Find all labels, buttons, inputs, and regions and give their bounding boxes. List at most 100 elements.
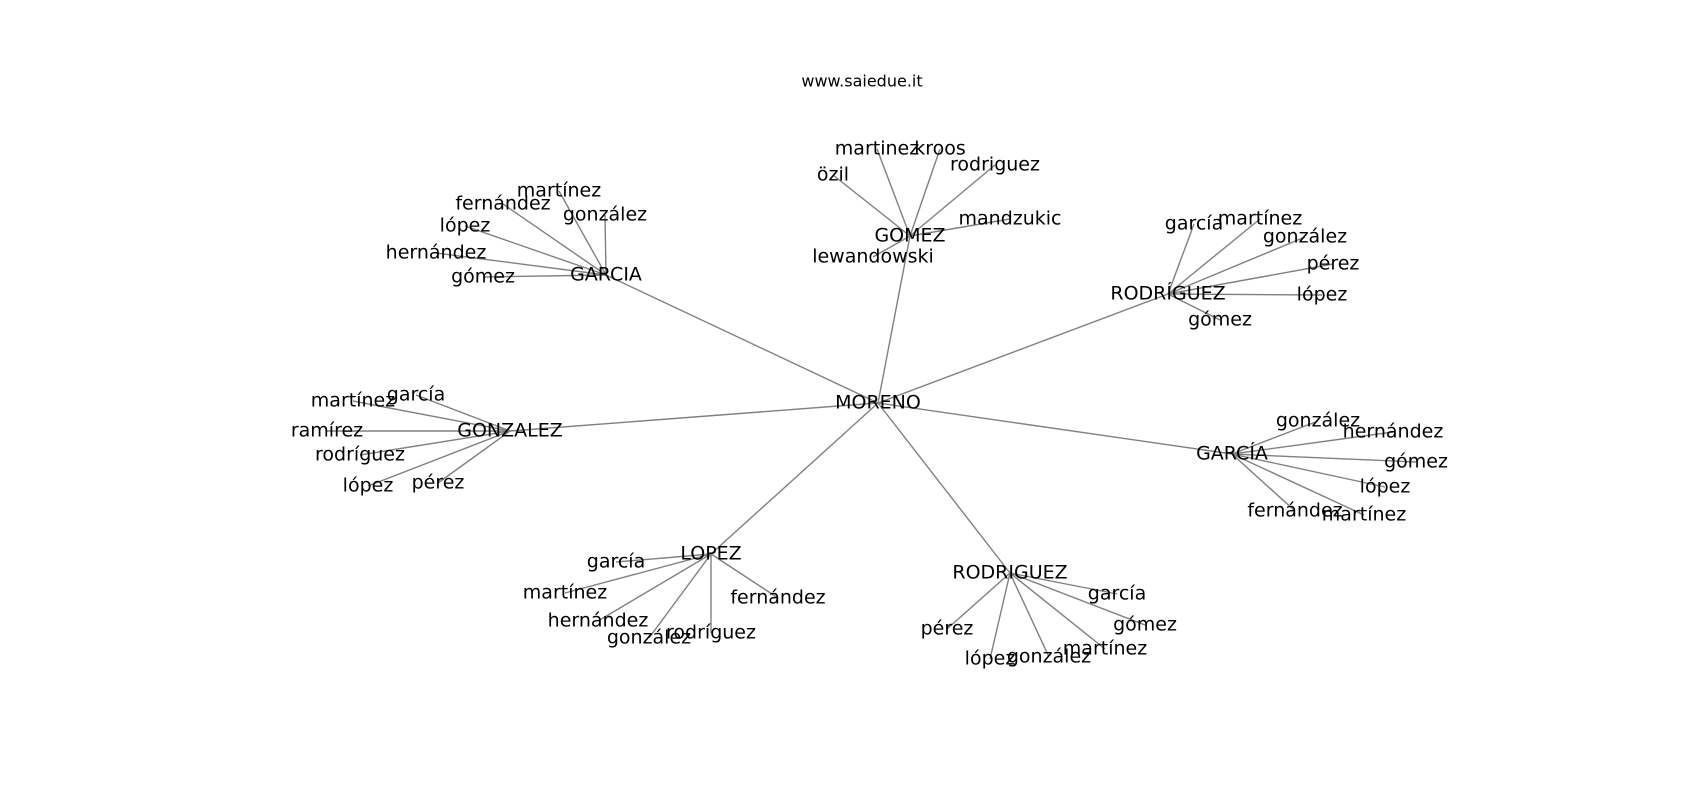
edge-rodriguez-accent-leaf bbox=[1167, 263, 1334, 295]
hub-node-label: GARCÍA bbox=[1196, 442, 1268, 465]
edge-garcia-accent-leaf bbox=[1231, 453, 1365, 516]
leaf-node-label: rodríguez bbox=[315, 444, 405, 466]
edge-lopez-leaf bbox=[597, 553, 712, 622]
leaf-node-label: ramírez bbox=[291, 420, 363, 442]
edge-garcia-plain-leaf bbox=[502, 203, 607, 276]
leaf-node-label: gómez bbox=[1384, 451, 1448, 473]
leaf-node-label: gonzález bbox=[1007, 646, 1091, 668]
leaf-node-label: martínez bbox=[517, 180, 601, 202]
leaf-node-label: garcía bbox=[1088, 583, 1146, 605]
leaf-node-label: fernández bbox=[730, 587, 825, 609]
edge-root-to-rodriguez-plain bbox=[877, 402, 1011, 574]
leaf-node-label: martínez bbox=[1322, 504, 1406, 526]
edge-rodriguez-plain-leaf bbox=[1009, 572, 1106, 650]
leaf-node-label: mandzukic bbox=[959, 208, 1062, 230]
edge-gomez-leaf bbox=[832, 174, 911, 237]
edge-rodriguez-accent-leaf bbox=[1167, 218, 1261, 295]
edge-garcia-accent-leaf bbox=[1231, 420, 1319, 455]
leaf-node-label: garcía bbox=[1165, 213, 1223, 235]
edge-garcia-accent-leaf bbox=[1231, 453, 1386, 488]
leaf-node-label: lewandowski bbox=[812, 246, 934, 268]
edge-root-to-gonzalez bbox=[509, 402, 879, 432]
edge-gomez-leaf bbox=[909, 164, 996, 237]
edge-rodriguez-accent-leaf bbox=[1167, 223, 1195, 295]
hub-node-label: GOMEZ bbox=[874, 225, 945, 247]
leaf-node-label: garcía bbox=[387, 384, 445, 406]
edge-garcia-plain-leaf bbox=[464, 225, 607, 276]
edge-gonzalez-leaf bbox=[359, 430, 511, 456]
leaf-node-label: gonzález bbox=[607, 627, 691, 649]
edge-gonzalez-leaf bbox=[437, 430, 511, 484]
edge-garcia-plain-leaf bbox=[558, 190, 607, 276]
leaf-node-label: fernández bbox=[455, 193, 550, 215]
leaf-node-label: martínez bbox=[523, 582, 607, 604]
edge-root-to-lopez bbox=[710, 402, 879, 555]
leaf-node-label: lópez bbox=[1297, 284, 1348, 306]
leaf-node-label: hernández bbox=[1343, 421, 1444, 443]
edge-rodriguez-plain-leaf bbox=[1009, 572, 1146, 626]
leaf-node-label: gonzález bbox=[1276, 410, 1360, 432]
edges-layer bbox=[327, 148, 1417, 660]
edge-rodriguez-plain-leaf bbox=[989, 572, 1011, 660]
edge-garcia-accent-leaf bbox=[1231, 453, 1296, 512]
edge-root-to-gomez bbox=[877, 235, 911, 404]
leaf-node-label: gómez bbox=[1113, 614, 1177, 636]
edge-garcia-plain-leaf bbox=[482, 274, 607, 278]
leaf-node-label: özil bbox=[817, 164, 849, 186]
leaf-node-label: martínez bbox=[311, 390, 395, 412]
edge-lopez-leaf bbox=[648, 553, 712, 639]
edge-garcia-plain-leaf bbox=[604, 214, 607, 276]
leaf-node-label: martinez bbox=[835, 138, 919, 160]
edge-garcia-accent-leaf bbox=[1231, 453, 1417, 463]
leaf-node-label: rodríguez bbox=[666, 622, 756, 644]
edge-root-to-rodriguez-accent bbox=[877, 293, 1169, 404]
leaf-node-label: lópez bbox=[343, 475, 394, 497]
edge-rodriguez-accent-leaf bbox=[1167, 293, 1221, 321]
edge-gomez-leaf bbox=[872, 235, 911, 258]
leaf-node-label: martínez bbox=[1063, 638, 1147, 660]
leaf-node-label: pérez bbox=[412, 472, 465, 494]
edge-gonzalez-leaf bbox=[352, 400, 511, 432]
leaf-node-label: lópez bbox=[965, 648, 1016, 670]
edge-rodriguez-accent-leaf bbox=[1167, 293, 1323, 296]
edge-gomez-leaf bbox=[909, 148, 941, 237]
leaf-node-label: rodriguez bbox=[950, 154, 1040, 176]
edge-garcia-accent-leaf bbox=[1231, 431, 1394, 455]
edge-gonzalez-leaf bbox=[367, 430, 511, 487]
edge-lopez-leaf bbox=[615, 553, 712, 563]
leaf-node-label: lópez bbox=[1360, 476, 1411, 498]
edge-root-to-garcia-plain bbox=[605, 274, 879, 404]
hub-node-label: LOPEZ bbox=[680, 543, 741, 565]
edge-root-to-garcia-accent bbox=[877, 402, 1233, 455]
leaf-node-label: pérez bbox=[1307, 253, 1360, 275]
hub-node-label: GONZALEZ bbox=[457, 420, 563, 442]
edge-rodriguez-plain-leaf bbox=[1009, 572, 1050, 658]
root-node-label: MORENO bbox=[835, 392, 921, 414]
edge-rodriguez-plain-leaf bbox=[1009, 572, 1118, 595]
leaf-node-label: gonzález bbox=[1263, 226, 1347, 248]
hub-node-label: RODRIGUEZ bbox=[952, 562, 1067, 584]
hub-node-label: RODRÍGUEZ bbox=[1110, 282, 1225, 305]
page-title: www.saiedue.it bbox=[801, 72, 922, 91]
leaf-node-label: gonzález bbox=[563, 204, 647, 226]
leaf-node-label: kroos bbox=[914, 138, 966, 160]
leaf-node-label: lópez bbox=[440, 215, 491, 237]
edge-lopez-leaf bbox=[564, 553, 712, 594]
edge-rodriguez-plain-leaf bbox=[946, 572, 1011, 630]
leaf-node-label: hernández bbox=[548, 610, 649, 632]
leaf-node-label: gómez bbox=[1188, 309, 1252, 331]
leaf-node-label: martínez bbox=[1218, 208, 1302, 230]
edge-lopez-leaf bbox=[710, 553, 779, 599]
leaf-node-label: gómez bbox=[451, 266, 515, 288]
edge-rodriguez-accent-leaf bbox=[1167, 236, 1306, 295]
edge-garcia-plain-leaf bbox=[435, 252, 607, 276]
hub-node-label: GARCIA bbox=[570, 264, 642, 286]
edge-gomez-leaf bbox=[909, 218, 1011, 237]
leaf-node-label: garcía bbox=[587, 551, 645, 573]
leaf-node-label: hernández bbox=[386, 242, 487, 264]
leaf-node-label: pérez bbox=[921, 618, 974, 640]
leaf-node-label: fernández bbox=[1247, 500, 1342, 522]
edge-gonzalez-leaf bbox=[415, 394, 511, 432]
